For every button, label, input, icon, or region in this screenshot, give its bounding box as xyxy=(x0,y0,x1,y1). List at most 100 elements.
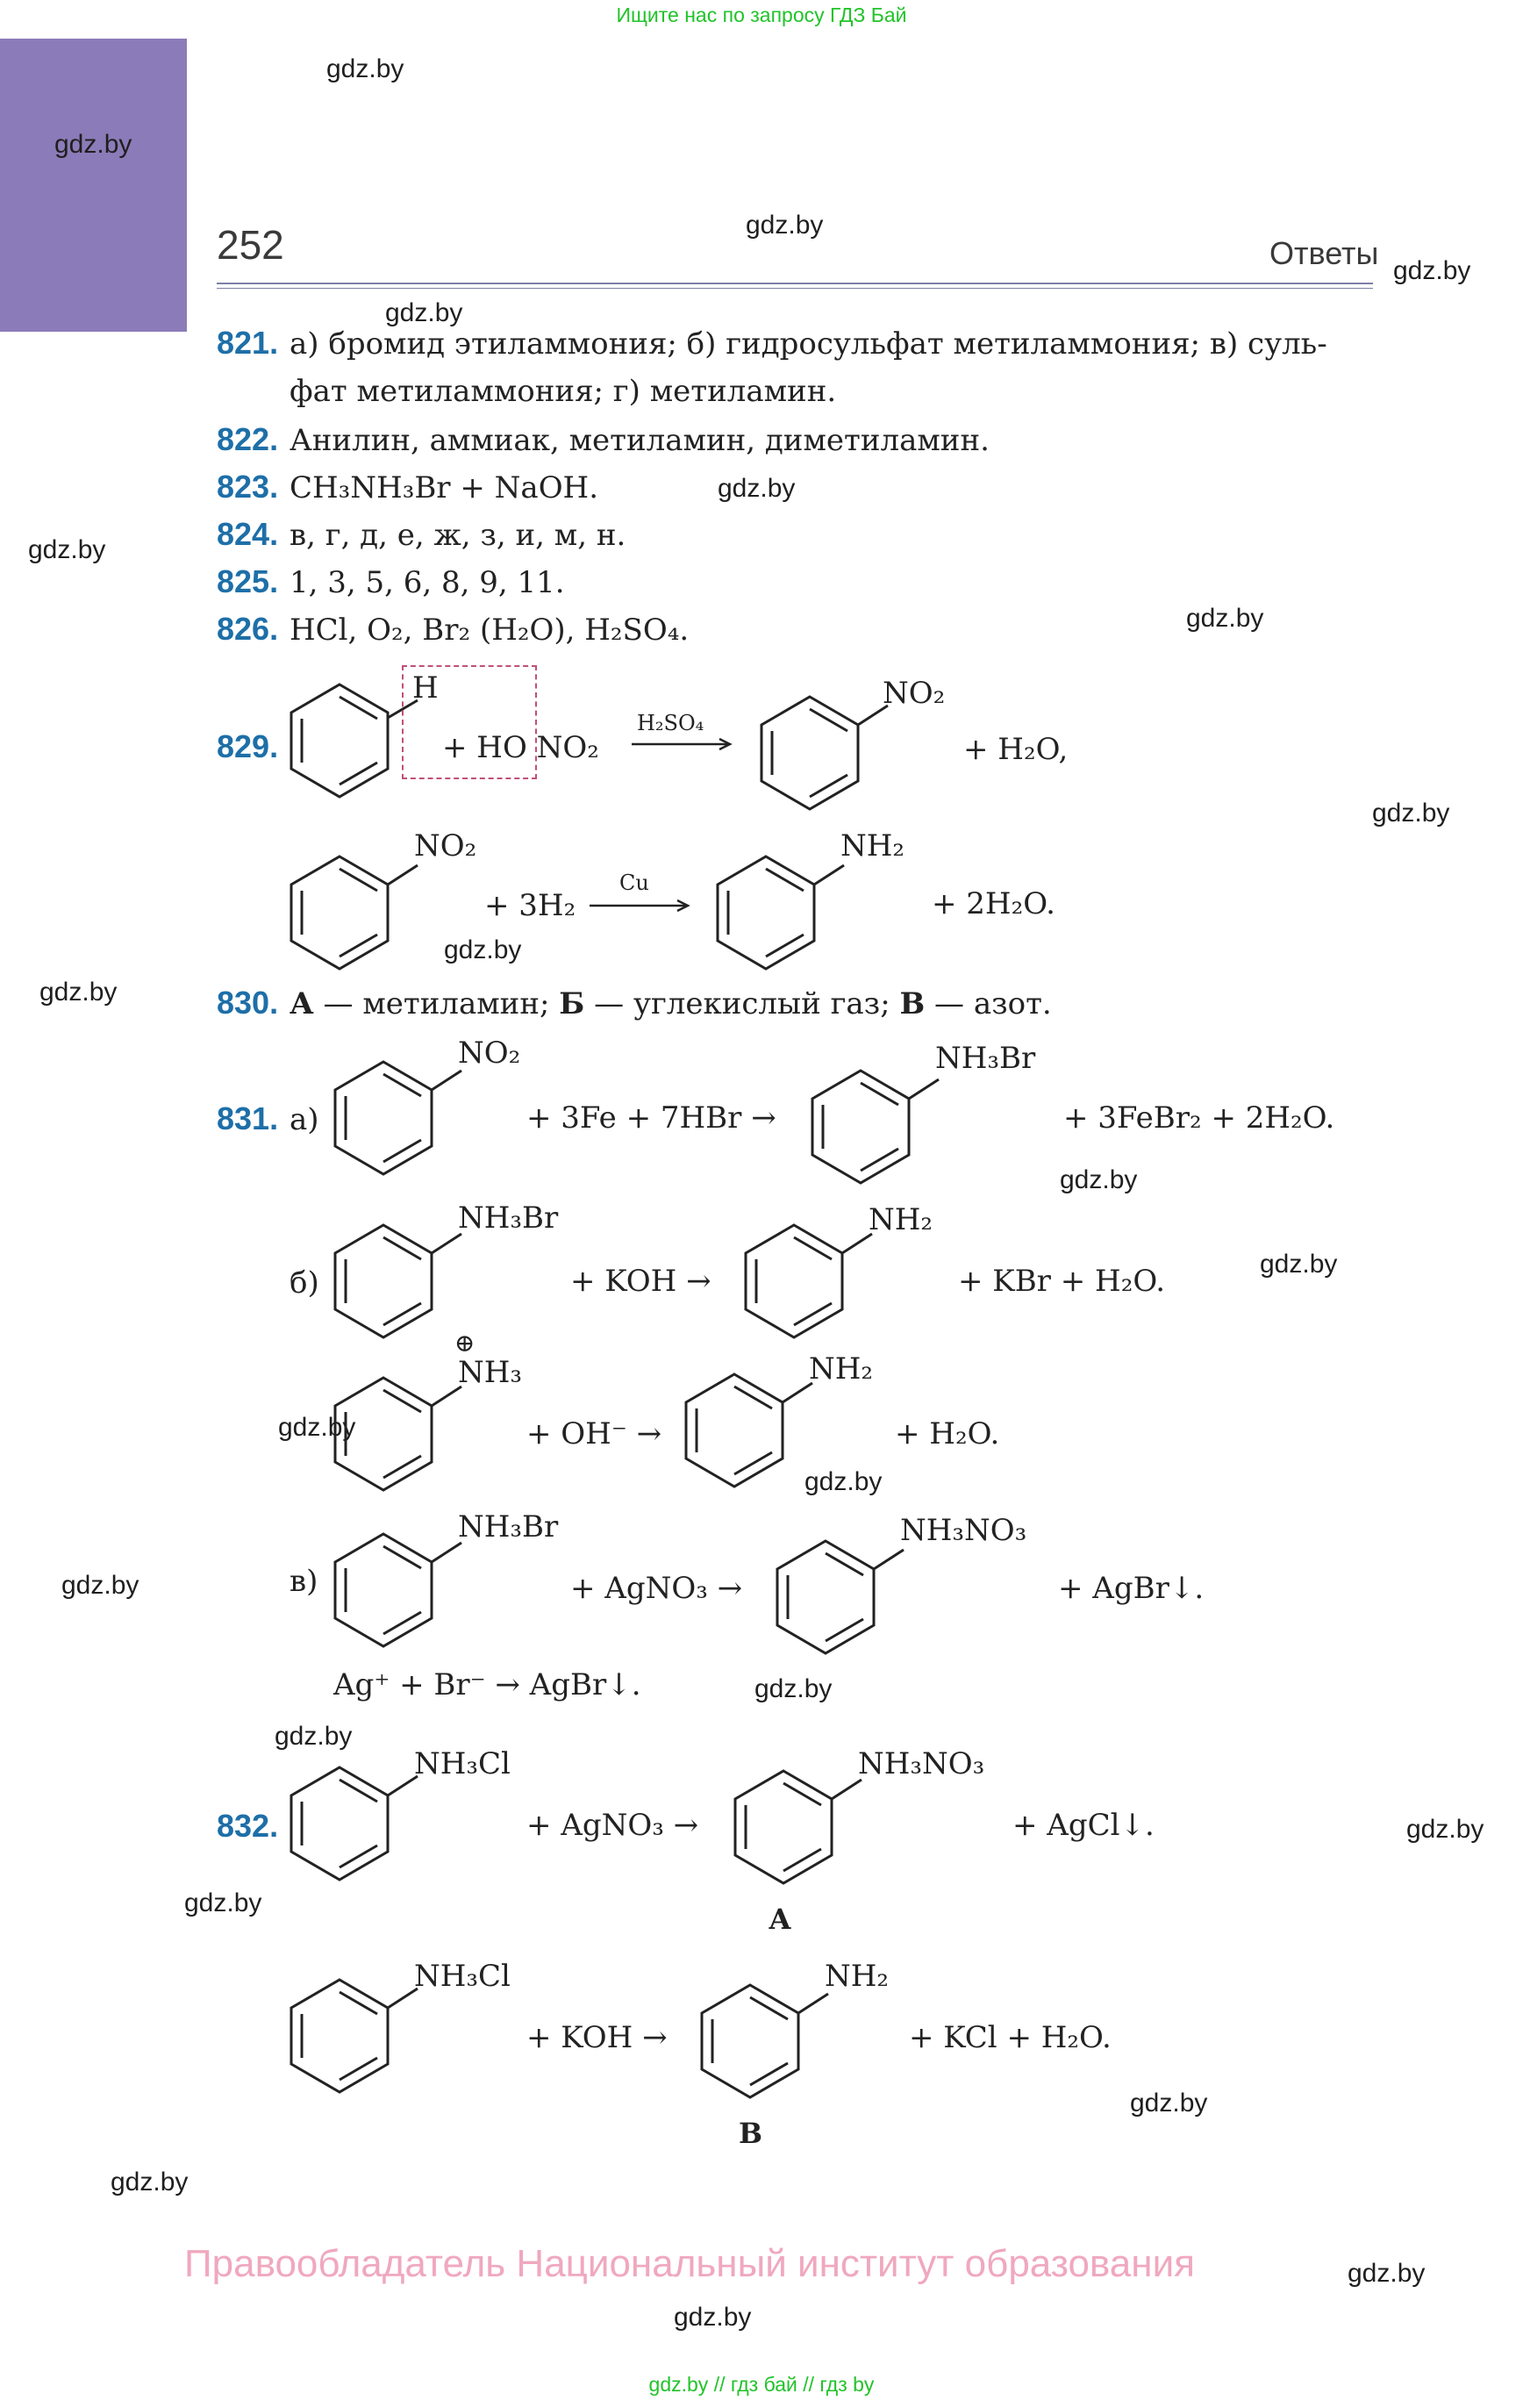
watermark: gdz.by xyxy=(54,130,132,159)
bond-line-icon xyxy=(782,1381,813,1404)
watermark: gdz.by xyxy=(1406,1815,1484,1844)
page-side-tab xyxy=(0,39,187,332)
answer-number-829: 829. xyxy=(217,728,279,764)
amino-group: NH₂ xyxy=(809,1351,874,1387)
label-a: А xyxy=(290,986,314,1021)
answer-number-830: 830. xyxy=(217,985,279,1021)
watermark: gdz.by xyxy=(718,474,796,503)
watermark: gdz.by xyxy=(674,2303,752,2332)
bottom-links[interactable]: gdz.by // гдз бай // гдз by xyxy=(648,2373,875,2396)
benzene-ring-icon xyxy=(290,683,390,799)
answer-822-text: Анилин, аммиак, метиламин, диметиламин. xyxy=(290,423,990,458)
ammonium-ion-group: NH₃ xyxy=(458,1355,523,1390)
bond-line-icon xyxy=(431,1069,462,1092)
amino-group: NH₂ xyxy=(869,1202,933,1237)
ammonium-chloride-group: NH₃Cl xyxy=(414,1959,511,1994)
benzene-ring-icon xyxy=(290,1978,390,2094)
bond-line-icon xyxy=(431,1385,462,1408)
bond-line-icon xyxy=(831,1778,862,1801)
silver-nitrate-reagent: + AgNO₃ → xyxy=(526,1808,699,1843)
watermark: gdz.by xyxy=(754,1674,833,1703)
label-b: Б xyxy=(559,986,585,1021)
watermark: gdz.by xyxy=(1348,2259,1426,2288)
sub-label-b: б) xyxy=(290,1265,319,1301)
watermark: gdz.by xyxy=(28,535,106,564)
reaction-arrow-icon xyxy=(632,737,733,751)
product-label-v: В xyxy=(739,2117,763,2150)
amino-group: NH₂ xyxy=(840,828,905,864)
watermark: gdz.by xyxy=(444,935,522,964)
label-a-text: — метиламин; xyxy=(313,986,560,1021)
benzene-ring-icon xyxy=(290,855,390,971)
benzene-ring-icon xyxy=(716,855,816,971)
sub-label-a: а) xyxy=(290,1102,319,1137)
bond-line-icon xyxy=(387,1987,418,2010)
ammonium-nitrate-group: NH₃NO₃ xyxy=(858,1746,985,1781)
nitric-acid-reagent: + HO NO₂ xyxy=(442,730,599,765)
product-rest: + AgBr↓. xyxy=(1058,1571,1205,1606)
answer-830-text: А — метиламин; Б — углекислый газ; В — а… xyxy=(290,986,1052,1021)
hydrogen-atom: H xyxy=(412,670,439,706)
condition-cu: Cu xyxy=(619,871,649,895)
header-rule xyxy=(217,283,1373,284)
watermark: gdz.by xyxy=(746,211,824,240)
benzene-ring-icon xyxy=(290,1766,390,1881)
watermark: gdz.by xyxy=(1372,799,1450,828)
benzene-ring-icon xyxy=(333,1376,433,1492)
amino-group: NH₂ xyxy=(825,1959,890,1994)
answer-825-text: 1, 3, 5, 6, 8, 9, 11. xyxy=(290,565,565,600)
product-rest: + 3FeBr₂ + 2H₂O. xyxy=(1063,1100,1335,1136)
label-v: В xyxy=(899,986,926,1021)
watermark: gdz.by xyxy=(1130,2089,1208,2118)
nitro-group: NO₂ xyxy=(883,676,946,711)
positive-charge-icon: ⊕ xyxy=(454,1329,475,1358)
product-rest: + KCl + H₂O. xyxy=(909,2020,1112,2055)
page-number: 252 xyxy=(217,222,284,268)
hydrogen-reagent: + 3H₂ xyxy=(484,888,576,923)
answer-number-825: 825. xyxy=(217,563,279,599)
bond-line-icon xyxy=(908,1078,940,1100)
product-rest: + H₂O, xyxy=(963,732,1069,767)
copyright-footer: Правообладатель Национальный институт об… xyxy=(184,2242,1195,2285)
bond-line-icon xyxy=(431,1232,462,1255)
answer-821-line1: а) бромид этиламмония; б) гидросульфат м… xyxy=(290,326,1327,362)
ammonium-bromide-group: NH₃Br xyxy=(935,1041,1036,1076)
product-rest: + 2H₂O. xyxy=(932,886,1055,921)
product-rest: + H₂O. xyxy=(895,1416,1000,1451)
label-v-text: — азот. xyxy=(925,986,1052,1021)
product-rest: + AgCl↓. xyxy=(1012,1808,1155,1843)
top-banner[interactable]: Ищите нас по запросу ГДЗ Бай xyxy=(616,4,907,26)
product-label-a: А xyxy=(769,1903,792,1936)
bond-line-icon xyxy=(873,1548,905,1571)
koh-reagent: + KOH → xyxy=(526,2020,668,2055)
watermark: gdz.by xyxy=(804,1467,883,1496)
answer-821-line2: фат метиламмония; г) метиламин. xyxy=(290,374,837,409)
koh-reagent: + KOH → xyxy=(570,1264,711,1299)
watermark: gdz.by xyxy=(385,298,463,327)
reaction-center-box xyxy=(402,665,537,779)
nitro-group: NO₂ xyxy=(458,1036,521,1071)
watermark: gdz.by xyxy=(61,1571,139,1600)
watermark: gdz.by xyxy=(39,978,118,1007)
benzene-ring-icon xyxy=(811,1069,911,1185)
ionic-equation: Ag⁺ + Br⁻ → AgBr↓. xyxy=(333,1667,641,1702)
ammonium-bromide-group: NH₃Br xyxy=(458,1509,559,1544)
benzene-ring-icon xyxy=(333,1223,433,1339)
watermark: gdz.by xyxy=(278,1413,356,1442)
answer-number-831: 831. xyxy=(217,1100,279,1136)
watermark: gdz.by xyxy=(275,1722,353,1751)
ammonium-nitrate-group: NH₃NO₃ xyxy=(900,1513,1027,1548)
condition-h2so4: H₂SO₄ xyxy=(637,711,704,735)
watermark: gdz.by xyxy=(1260,1250,1338,1279)
benzene-ring-icon xyxy=(760,695,860,811)
answer-number-822: 822. xyxy=(217,421,279,457)
hydroxide-reagent: + OH⁻ → xyxy=(526,1416,662,1451)
answer-826-text: HCl, O₂, Br₂ (H₂O), H₂SO₄. xyxy=(290,613,690,648)
ammonium-chloride-group: NH₃Cl xyxy=(414,1746,511,1781)
benzene-ring-icon xyxy=(684,1372,784,1488)
benzene-ring-icon xyxy=(333,1060,433,1176)
bond-line-icon xyxy=(841,1232,873,1255)
bond-line-icon xyxy=(857,704,889,727)
bond-line-icon xyxy=(797,1992,829,2015)
bond-line-icon xyxy=(431,1541,462,1564)
